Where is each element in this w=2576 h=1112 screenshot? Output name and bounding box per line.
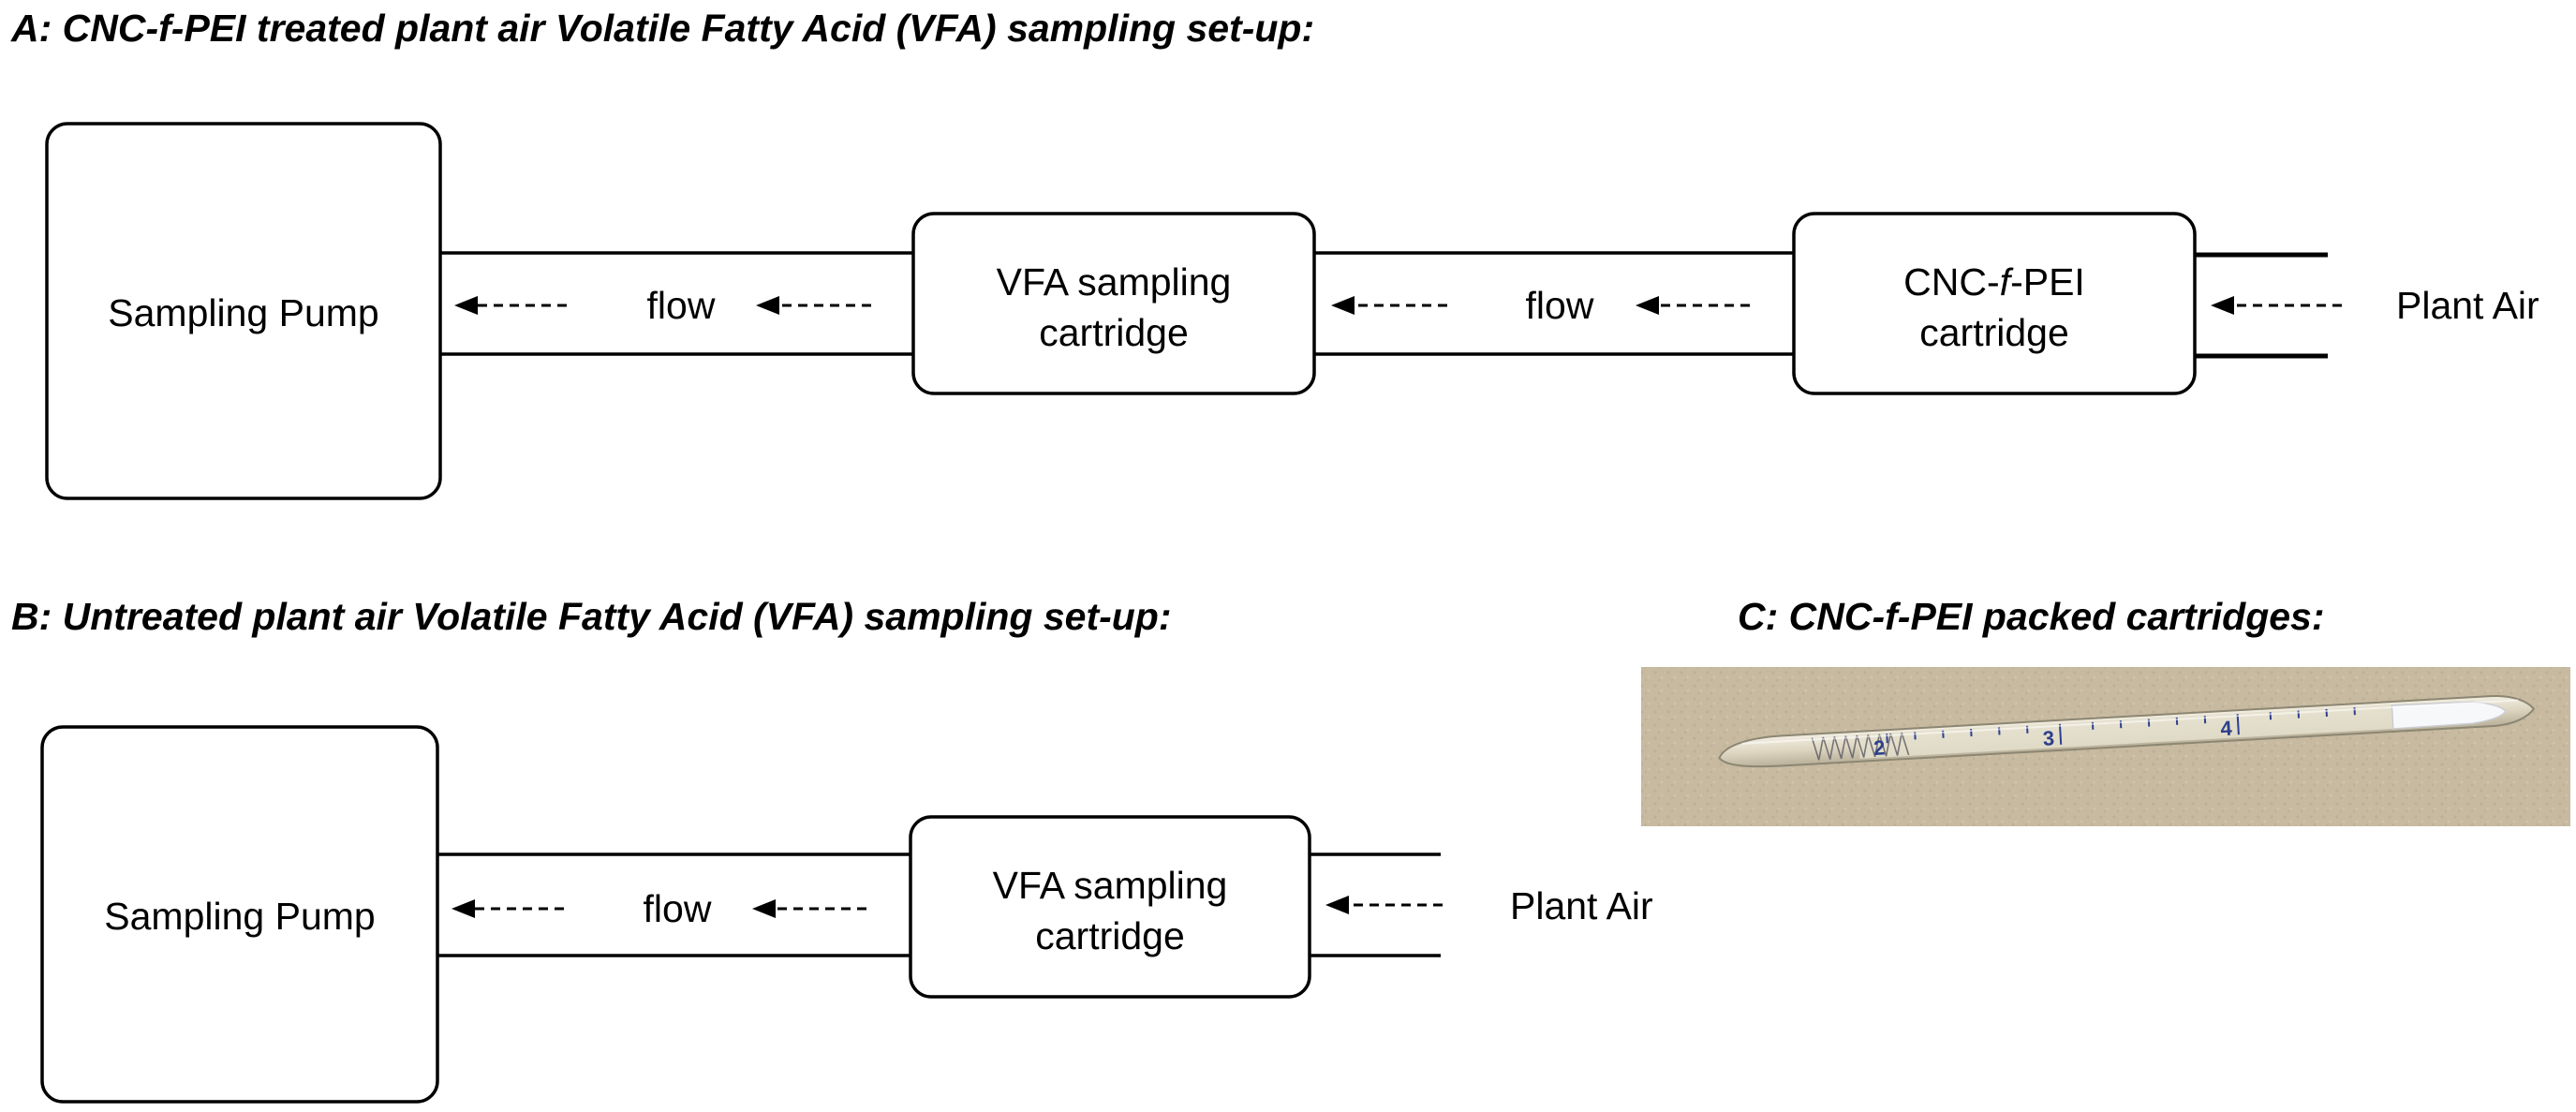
panel-b-vfa-label-line1: VFA sampling <box>993 864 1228 907</box>
panel-a-arrow-2-head <box>756 296 779 315</box>
panel-a-arrow-3-head <box>1331 296 1355 315</box>
panel-c: C: CNC-f-PEI packed cartridges: <box>1641 595 2570 826</box>
panel-a: A: CNC-f-PEI treated plant air Volatile … <box>10 7 2539 500</box>
cnc-label-prefix: CNC- <box>1903 260 1999 304</box>
photo-mark-3: 3 <box>2042 726 2055 750</box>
panel-a-vfa-label-line2: cartridge <box>1039 311 1189 354</box>
panel-a-sampling-pump-box <box>45 122 442 500</box>
cartridge-photo: 2 3 4 <box>1641 667 2570 826</box>
panel-a-cnc-label-line2: cartridge <box>1919 311 2069 354</box>
panel-a-cnc-label-line1: CNC-f-PEI <box>1903 260 2085 304</box>
panel-b-flow-label: flow <box>644 887 712 930</box>
cnc-label-suffix: -PEI <box>2010 260 2085 304</box>
panel-a-vfa-cartridge-box <box>911 212 1316 395</box>
panel-b-sampling-pump-label: Sampling Pump <box>104 895 375 938</box>
panel-a-flow-label-2: flow <box>1526 284 1594 327</box>
panel-a-cnc-cartridge-box <box>1792 212 2197 395</box>
panel-a-arrow-1-head <box>454 296 478 315</box>
spring-coil <box>1811 733 1910 761</box>
panel-a-inlet-arrow-head <box>2211 296 2234 315</box>
panel-b: B: Untreated plant air Volatile Fatty Ac… <box>11 595 1653 1104</box>
panel-b-arrow-2-head <box>752 899 776 918</box>
panel-a-sampling-pump-label: Sampling Pump <box>108 291 378 334</box>
panel-b-plant-air-label: Plant Air <box>1510 884 1653 927</box>
panel-b-title: B: Untreated plant air Volatile Fatty Ac… <box>11 595 1172 638</box>
panel-c-title: C: CNC-f-PEI packed cartridges: <box>1738 595 2325 638</box>
photo-mark-4: 4 <box>2220 717 2233 741</box>
panel-b-vfa-cartridge-box <box>909 815 1311 999</box>
cnc-label-f: f <box>2000 260 2014 304</box>
panel-a-vfa-label-line1: VFA sampling <box>997 260 1232 304</box>
cnc-packing <box>1858 701 2459 759</box>
panel-a-flow-label-1: flow <box>647 284 716 327</box>
panel-a-arrow-4-head <box>1636 296 1659 315</box>
panel-b-inlet-arrow-head <box>1325 896 1349 914</box>
panel-b-arrow-1-head <box>452 899 475 918</box>
photo-mark-2: 2 <box>1873 735 1886 760</box>
panel-a-plant-air-label: Plant Air <box>2396 284 2539 327</box>
glass-tube: 2 3 4 <box>1718 695 2536 768</box>
panel-b-vfa-label-line2: cartridge <box>1035 914 1185 957</box>
panel-a-title: A: CNC-f-PEI treated plant air Volatile … <box>10 7 1314 50</box>
panel-b-sampling-pump-box <box>40 725 439 1104</box>
